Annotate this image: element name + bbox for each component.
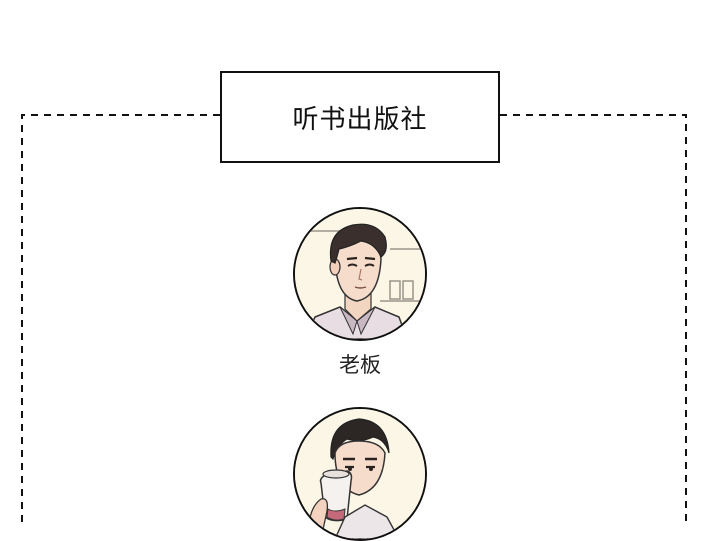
publisher-title: 听书出版社 bbox=[292, 104, 428, 135]
boss-name-label: 老板 bbox=[339, 353, 381, 377]
second-character-avatar bbox=[293, 407, 427, 541]
man-portrait-icon bbox=[295, 209, 425, 339]
man-drinking-portrait-icon bbox=[295, 409, 425, 539]
group-dashed-frame bbox=[21, 114, 687, 523]
boss-avatar bbox=[293, 207, 427, 341]
publisher-title-box: 听书出版社 bbox=[220, 71, 500, 163]
